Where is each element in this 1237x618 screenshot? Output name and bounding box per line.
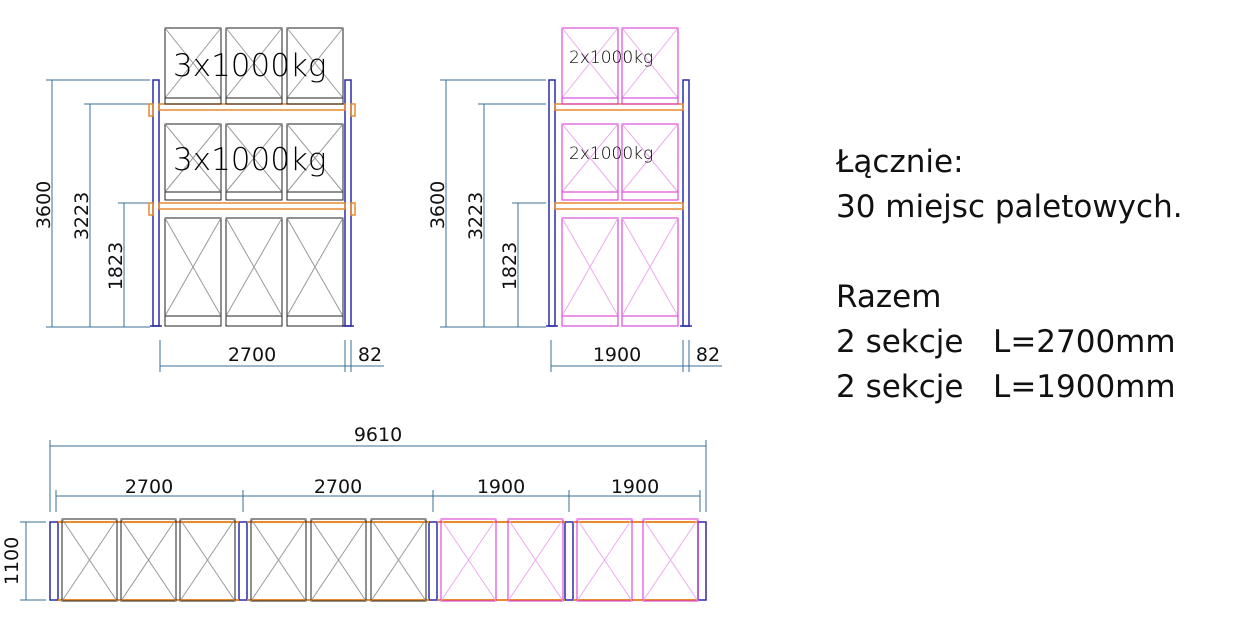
summary-sections-2700: 2 sekcje L=2700mm <box>836 324 1176 360</box>
plan-standard-pallets <box>61 518 427 602</box>
summary-panel: Łącznie: 30 miejsc paletowych. Razem 2 s… <box>836 140 1183 410</box>
rack-b-middle-load-label: 2x1000kg <box>569 144 653 164</box>
rack-b-beams <box>554 103 684 210</box>
plan-section-dimensions <box>55 490 701 512</box>
rack-a-depth-label: 82 <box>358 344 382 366</box>
summary-sections-heading: Razem <box>836 279 942 315</box>
plan-depth-label: 1100 <box>1 537 23 585</box>
rack-b-height-dimensions <box>440 79 546 328</box>
summary-spacer <box>836 230 1183 275</box>
rack-b-depth-label: 82 <box>696 344 720 366</box>
rack-b-top-load-label: 2x1000kg <box>569 48 653 68</box>
plan-view: 9610 2700 2700 1900 1900 1100 <box>1 424 707 602</box>
rack-b-height-3223: 3223 <box>465 192 487 240</box>
rack-b-floor-pallets <box>561 217 679 327</box>
plan-section-1-label: 2700 <box>125 476 173 498</box>
rack-b-height-1823: 1823 <box>499 242 521 290</box>
summary-sections-1900: 2 sekcje L=1900mm <box>836 369 1176 405</box>
rack-a-height-dimensions <box>46 79 150 328</box>
rack-b-width-label: 1900 <box>593 344 641 366</box>
rack-b-elevation: 3600 3223 1823 2x1000kg 2x1000kg <box>427 27 722 372</box>
rack-a-elevation: 3600 3223 1823 3x1000kg <box>33 27 384 372</box>
rack-a-height-3600: 3600 <box>33 181 55 229</box>
summary-pallet-count: 30 miejsc paletowych. <box>836 189 1183 225</box>
plan-total-dimension <box>49 440 707 512</box>
plan-section-2-label: 2700 <box>314 476 362 498</box>
rack-a-top-load-label: 3x1000kg <box>173 48 327 84</box>
plan-highlighted-pallets <box>440 518 699 602</box>
rack-a-floor-pallets <box>164 217 344 327</box>
rack-b-top-pallets <box>561 27 679 105</box>
plan-section-4-label: 1900 <box>611 476 659 498</box>
rack-b-height-3600: 3600 <box>427 181 449 229</box>
rack-a-height-1823: 1823 <box>105 242 127 290</box>
plan-section-3-label: 1900 <box>477 476 525 498</box>
rack-a-width-label: 2700 <box>228 344 276 366</box>
plan-total-label: 9610 <box>354 424 402 446</box>
rack-a-middle-load-label: 3x1000kg <box>173 142 327 178</box>
rack-a-middle-pallets <box>164 123 344 201</box>
rack-a-height-3223: 3223 <box>71 192 93 240</box>
plan-depth-dimension <box>20 521 46 601</box>
rack-b-width-dimension <box>550 340 722 372</box>
rack-a-top-pallets <box>164 27 344 105</box>
plan-beams <box>58 521 698 601</box>
summary-total-heading: Łącznie: <box>836 144 964 180</box>
rack-b-middle-pallets <box>561 123 679 201</box>
rack-a-width-dimension <box>159 340 384 372</box>
